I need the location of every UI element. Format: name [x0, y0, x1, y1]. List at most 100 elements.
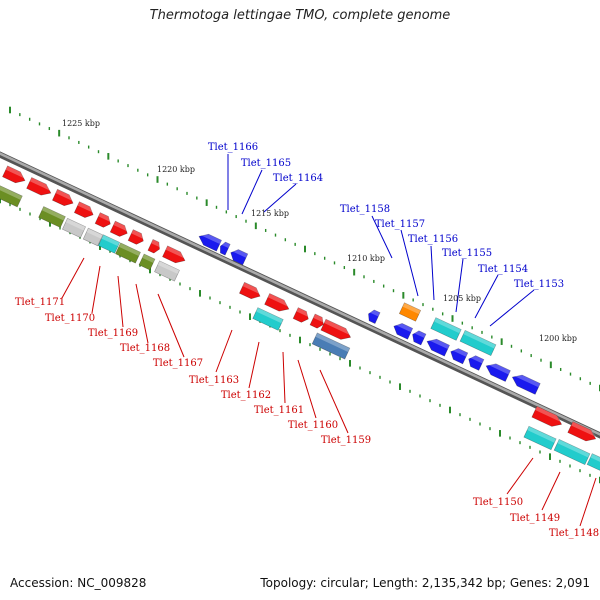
gene-body: [309, 313, 324, 329]
gene-body: [115, 242, 141, 264]
gene-body: [459, 329, 497, 357]
gene-shine: [427, 339, 450, 350]
gene-label-tlet-1171: Tlet_1171: [15, 297, 65, 308]
gene-body: [230, 249, 249, 266]
gene-label-tlet-1168: Tlet_1168: [120, 343, 170, 354]
gene-shine: [151, 239, 161, 248]
gene-shine: [413, 330, 426, 338]
genome-summary-text: Topology: circular; Length: 2,135,342 bp…: [260, 576, 590, 590]
gene-arrow: [154, 260, 180, 282]
gene-arrow: [230, 249, 249, 266]
gene-body: [531, 405, 563, 427]
gene-shine: [590, 453, 600, 464]
gene-body: [97, 234, 121, 254]
gene-label-tlet-1167-leader: [157, 293, 185, 358]
gene-shine: [199, 234, 222, 245]
gene-label-tlet-1156-leader: [430, 245, 435, 301]
gene-body: [252, 307, 284, 331]
gene-arrow: [311, 332, 351, 360]
gene-shine: [324, 319, 352, 336]
gene-body: [485, 363, 511, 382]
gene-body: [239, 281, 261, 300]
gene-arrow: [62, 217, 86, 239]
kbp-scale-label: 1220 kbp: [157, 165, 195, 174]
gene-arrow: [239, 281, 261, 300]
gene-label-tlet-1161: Tlet_1161: [254, 405, 304, 416]
gene-body: [368, 309, 381, 324]
gene-arrow: [82, 227, 104, 247]
gene-label-tlet-1155-leader: [455, 258, 464, 313]
gene-body: [154, 260, 180, 282]
gene-arrow: [292, 307, 310, 323]
gene-body: [398, 302, 422, 322]
gene-shine: [469, 355, 484, 364]
gene-label-tlet-1164-leader: [263, 183, 297, 213]
gene-label-tlet-1153: Tlet_1153: [514, 279, 564, 290]
gene-shine: [394, 323, 413, 333]
gene-label-tlet-1163-leader: [215, 329, 233, 373]
gene-label-tlet-1165-leader: [241, 169, 263, 215]
gene-shine: [315, 332, 350, 352]
gene-body: [73, 201, 94, 218]
gene-body: [523, 425, 557, 451]
gene-label-tlet-1154-leader: [474, 274, 499, 319]
gene-label-tlet-1170: Tlet_1170: [45, 313, 95, 324]
gene-body: [2, 165, 26, 184]
gene-body: [94, 212, 111, 228]
gene-arrow: [38, 206, 66, 228]
gene-shine: [77, 201, 94, 214]
gene-arrow: [511, 374, 541, 395]
gene-label-tlet-1171-leader: [61, 257, 85, 299]
gene-shine: [65, 218, 86, 231]
gene-shine: [486, 363, 511, 375]
gene-shine: [402, 302, 421, 315]
gene-arrow: [2, 165, 26, 184]
gene-label-tlet-1163: Tlet_1163: [189, 375, 239, 386]
gene-shine: [5, 165, 26, 180]
gene-arrow: [412, 330, 427, 346]
gene-body: [468, 355, 485, 371]
kbp-scale-label: 1215 kbp: [251, 209, 289, 218]
backbone-highlight: [0, 152, 600, 436]
gene-body: [0, 184, 23, 208]
gene-label-tlet-1148-leader: [579, 477, 597, 527]
gene-shine: [571, 421, 597, 438]
gene-body: [162, 245, 186, 264]
gene-label-tlet-1149-leader: [541, 471, 561, 511]
gene-arrow: [252, 307, 284, 331]
gene-arrow: [94, 212, 112, 228]
gene-body: [62, 217, 86, 239]
gene-shine: [451, 348, 468, 357]
gene-shine: [118, 242, 141, 257]
gene-shine: [434, 317, 462, 334]
gene-label-tlet-1150-leader: [506, 457, 534, 495]
gene-arrow: [26, 177, 52, 196]
gene-body: [127, 229, 144, 245]
gene-body: [82, 227, 104, 247]
gene-label-tlet-1169: Tlet_1169: [88, 328, 138, 339]
gene-arrow: [127, 229, 145, 245]
gene-label-tlet-1155: Tlet_1155: [442, 248, 492, 259]
gene-label-tlet-1158: Tlet_1158: [340, 204, 390, 215]
gene-label-tlet-1154: Tlet_1154: [478, 264, 528, 275]
gene-body: [198, 233, 222, 252]
gene-shine: [535, 406, 563, 423]
gene-shine: [513, 375, 541, 388]
gene-arrow: [220, 241, 231, 256]
gene-arrow: [73, 201, 94, 218]
gene-shine: [313, 314, 325, 323]
gene-arrow: [398, 302, 422, 322]
gene-arrow: [468, 355, 485, 371]
gene-body: [567, 421, 597, 442]
gene-label-tlet-1167: Tlet_1167: [153, 358, 203, 369]
gene-label-tlet-1165: Tlet_1165: [241, 158, 291, 169]
kbp-scale-label: 1225 kbp: [62, 119, 100, 128]
gene-label-tlet-1157: Tlet_1157: [375, 219, 425, 230]
gene-arrow: [147, 239, 161, 254]
gene-label-tlet-1153-leader: [489, 289, 535, 327]
gene-body: [450, 348, 469, 365]
gene-arrow: [52, 188, 74, 207]
gene-body: [26, 177, 52, 196]
gene-body: [393, 323, 414, 340]
